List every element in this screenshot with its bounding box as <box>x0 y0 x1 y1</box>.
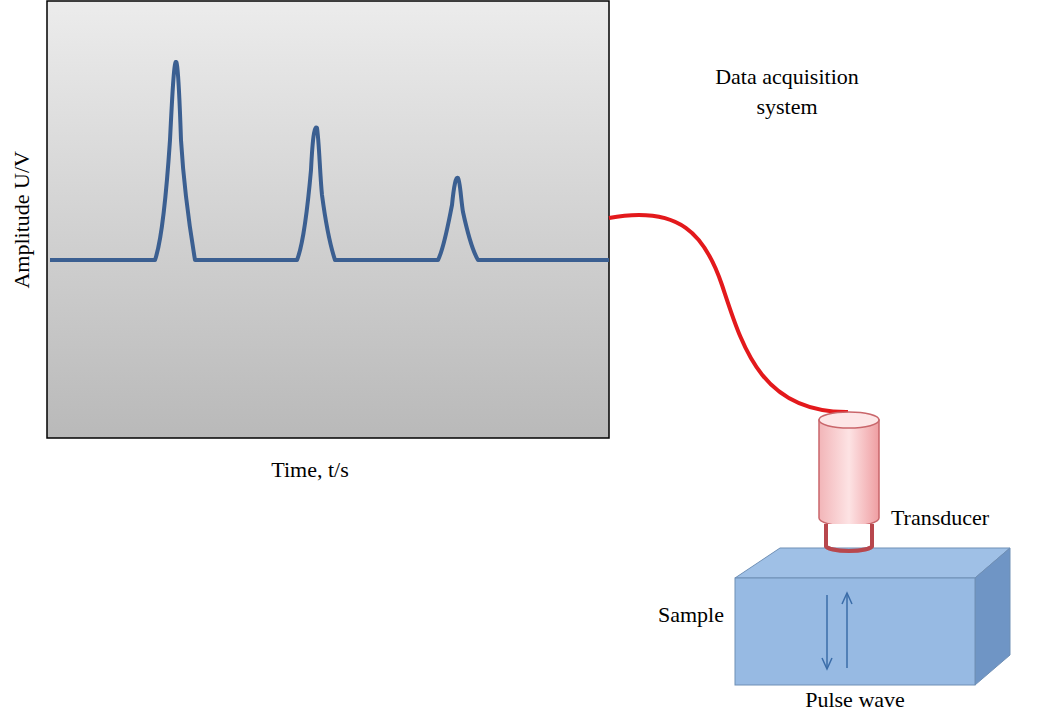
pulse-arrows <box>822 593 852 669</box>
part-label: Pulse wave <box>805 685 905 715</box>
axis-label: Amplitude U/V <box>7 151 37 289</box>
system-label: Data acquisition system <box>692 62 882 121</box>
cable <box>609 215 848 412</box>
screen <box>47 1 609 438</box>
transducer-symbol <box>819 412 879 551</box>
part-label: Sample <box>658 600 724 630</box>
part-label: Transducer <box>891 503 989 533</box>
sample-block <box>735 548 1010 685</box>
signal-trace <box>50 62 609 260</box>
axis-label: Time, t/s <box>271 455 348 485</box>
